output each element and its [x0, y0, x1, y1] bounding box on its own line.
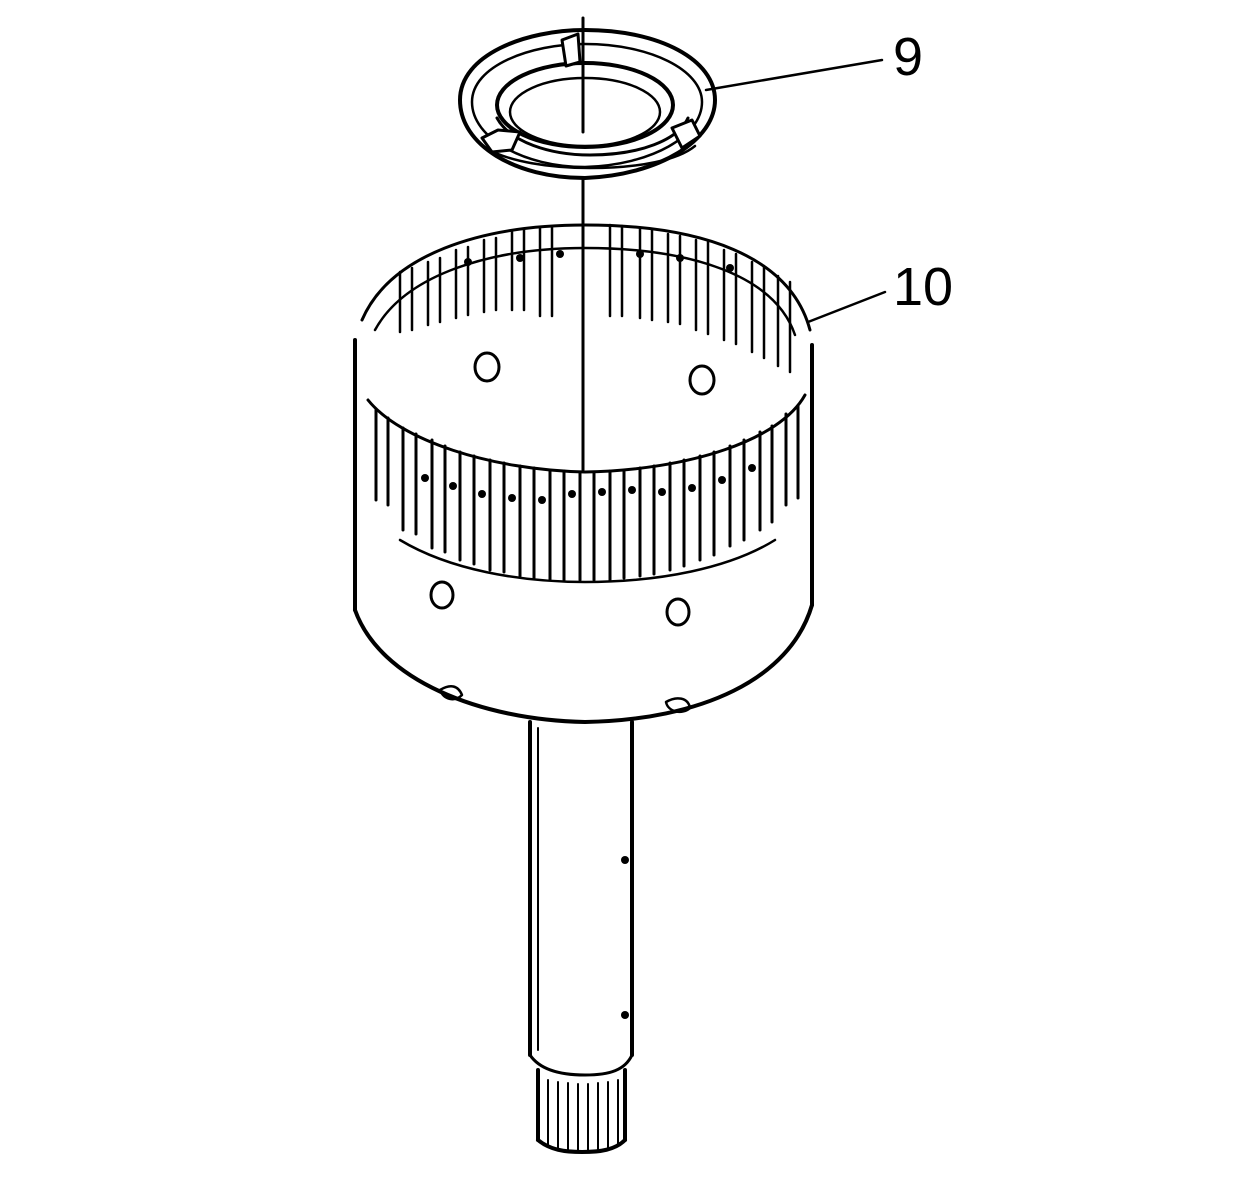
spline-dots	[421, 250, 756, 504]
front-spline-teeth	[374, 404, 800, 582]
leader-line-10	[806, 290, 887, 324]
back-spline-teeth	[398, 223, 792, 374]
leader-line-9	[704, 58, 884, 92]
clutch-housing-part-10	[353, 223, 814, 724]
input-shaft	[528, 720, 634, 1154]
callout-label-10: 10	[893, 257, 954, 317]
thrust-washer-part-9	[458, 28, 717, 180]
callout-label-9: 9	[893, 27, 924, 87]
